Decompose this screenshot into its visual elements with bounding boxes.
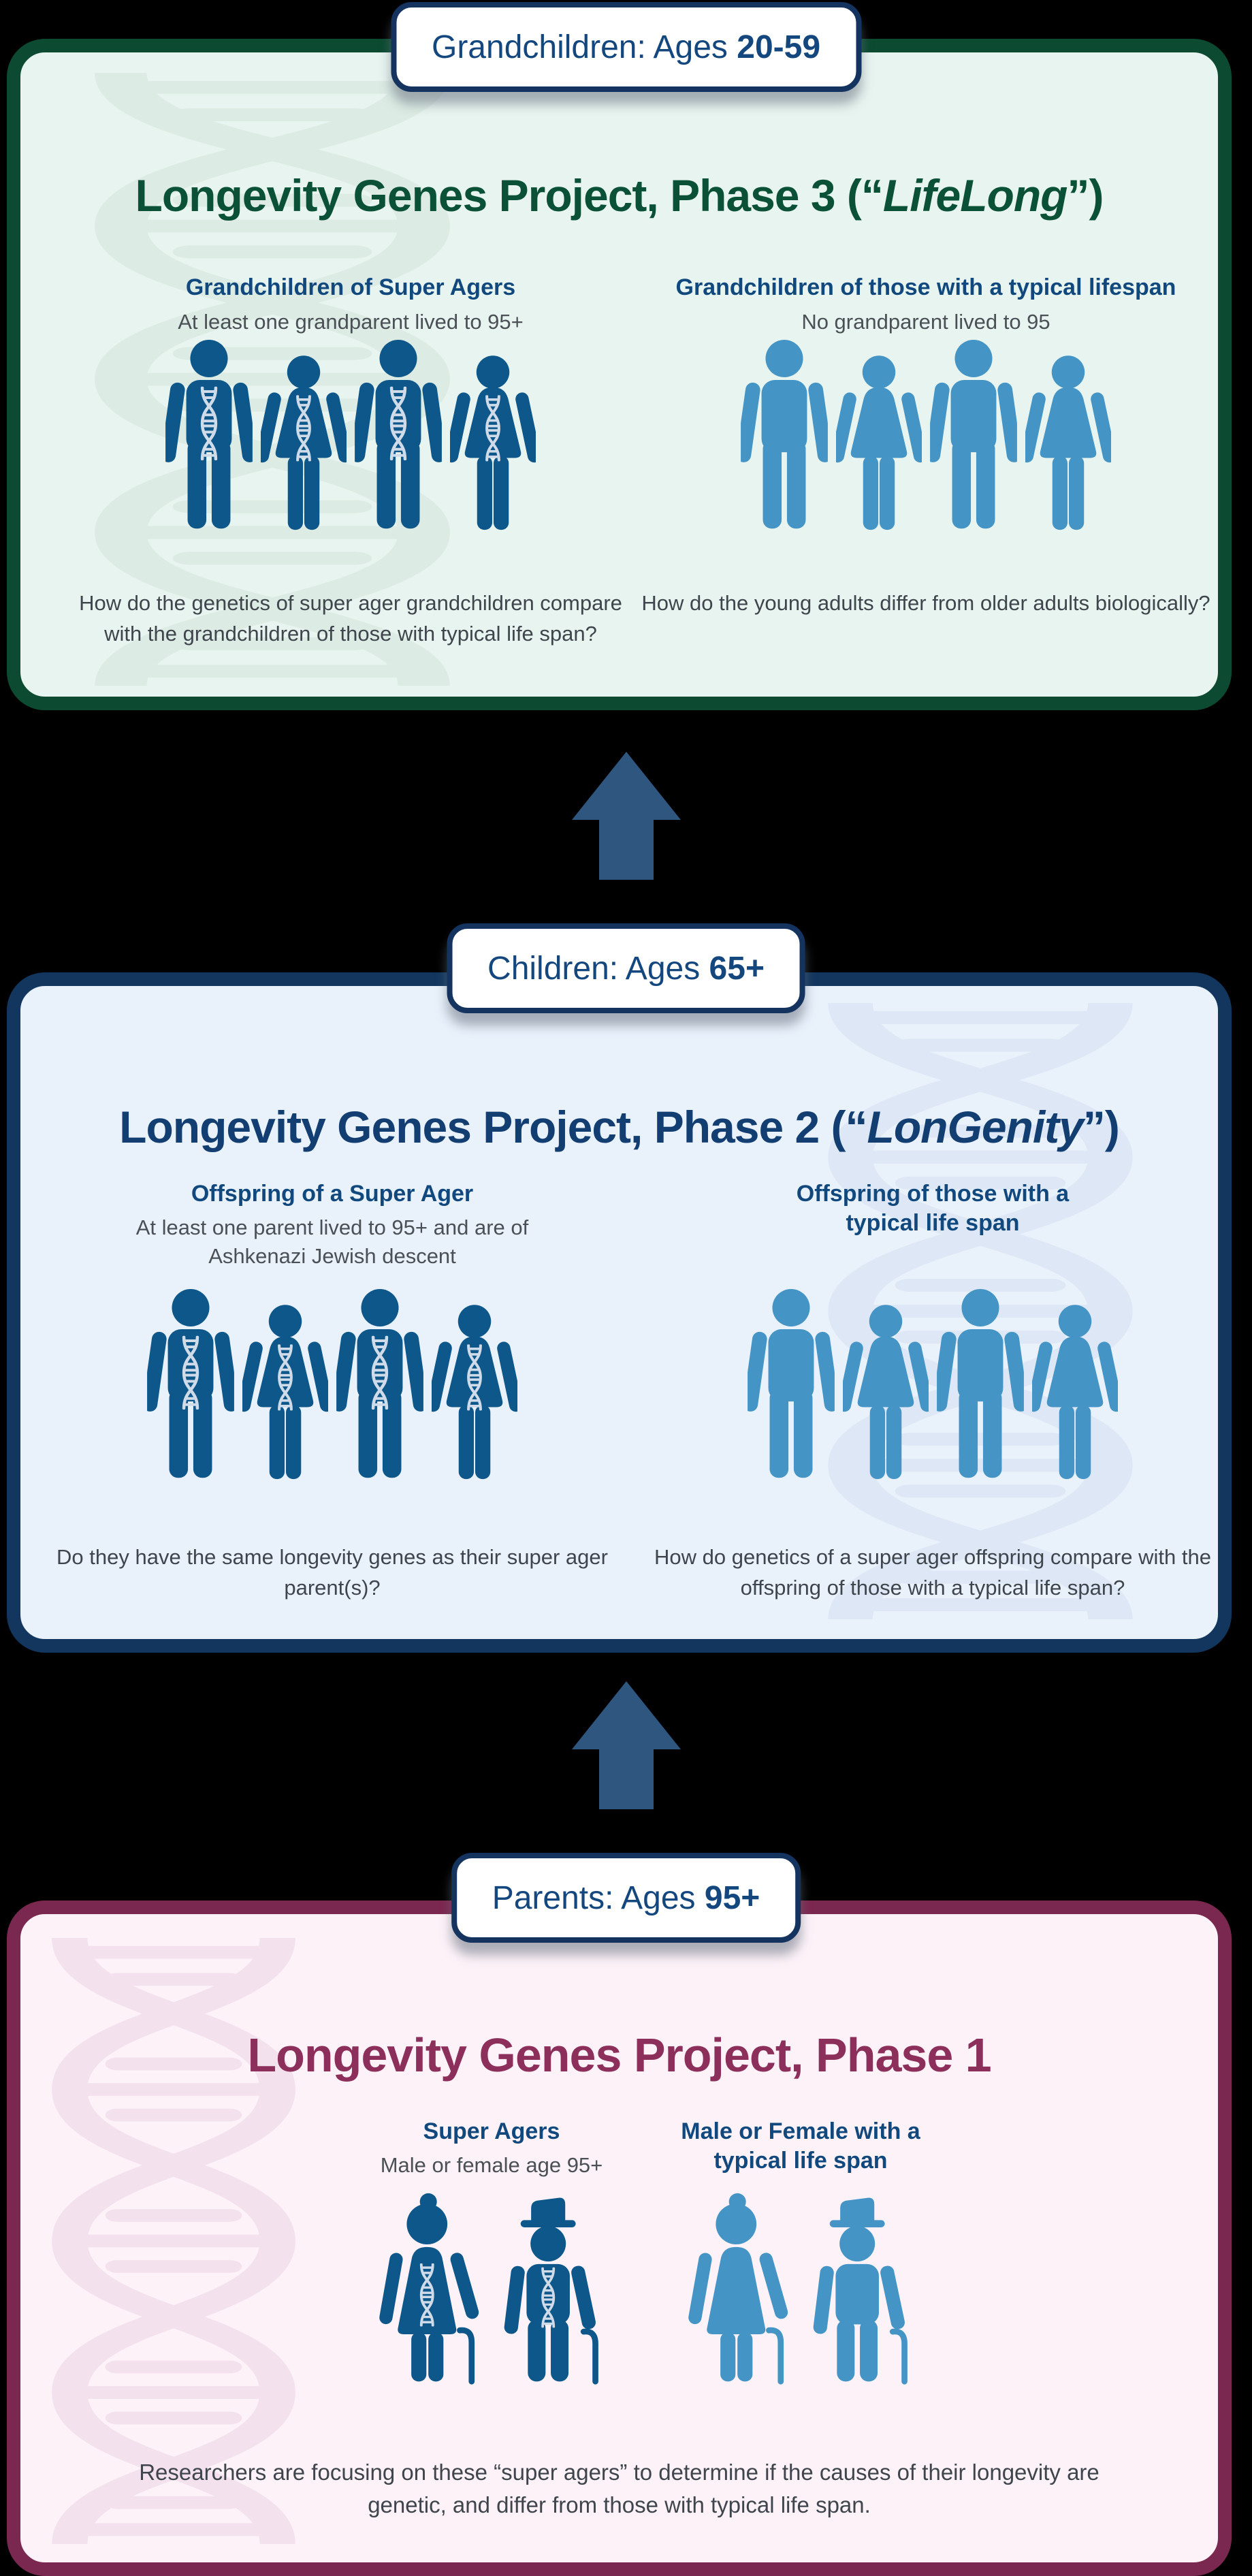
elderly-female-figure-icon: [685, 2191, 797, 2388]
typical-lifespan-elders-column: Male or Female with a typical life span: [658, 1914, 944, 2562]
typical-lifespan-offspring-column: Offspring of those with a typical life s…: [640, 986, 1225, 1639]
column-header: Grandchildren of Super Agers: [185, 274, 516, 301]
male-figure-icon: [165, 338, 253, 539]
column-subtitle: At least one parent lived to 95+ and are…: [135, 1215, 529, 1268]
figure-row: [640, 1284, 1225, 1489]
figure-row: [39, 1284, 625, 1489]
figure-row: [658, 2189, 944, 2388]
phase-3-panel: Longevity Genes Project, Phase 3 (“LifeL…: [7, 39, 1232, 710]
phase-2-panel: Longevity Genes Project, Phase 2 (“LonGe…: [7, 972, 1232, 1653]
figure-row: [58, 335, 643, 539]
stage-badge-children: Children: Ages 65+: [447, 923, 805, 1013]
column-question: How do genetics of a super ager offsprin…: [654, 1545, 1211, 1600]
column-question: How do the genetics of super ager grandc…: [79, 591, 622, 646]
stage-badge-parents: Parents: Ages 95+: [451, 1853, 801, 1943]
column-header: Grandchildren of those with a typical li…: [675, 274, 1176, 301]
figure-row: [633, 335, 1219, 539]
column-header: Offspring of a Super Ager: [191, 1181, 474, 1207]
female-figure-icon: [1025, 354, 1111, 539]
male-figure-icon: [336, 1288, 423, 1489]
female-figure-icon: [836, 354, 922, 539]
female-figure-icon: [242, 1303, 328, 1489]
column-subtitle: No grandparent lived to 95: [801, 310, 1050, 334]
figure-row: [349, 2189, 635, 2388]
female-figure-icon: [432, 1303, 517, 1489]
stage-badge-grandchildren: Grandchildren: Ages 20-59: [390, 2, 862, 92]
super-agers-column: Super Agers Male or female age 95+: [349, 1914, 635, 2562]
male-figure-icon: [748, 1288, 835, 1489]
male-figure-icon: [741, 338, 828, 539]
super-ager-offspring-column: Offspring of a Super Ager At least one p…: [39, 986, 625, 1639]
phase-3-title: Longevity Genes Project, Phase 3 (“LifeL…: [135, 170, 1104, 221]
super-ager-grandchildren-column: Grandchildren of Super Agers At least on…: [58, 52, 643, 697]
column-question: How do the young adults differ from olde…: [641, 591, 1210, 615]
phase-1-footer-text: Researchers are focusing on these “super…: [139, 2460, 1099, 2517]
female-figure-icon: [261, 354, 347, 539]
elderly-male-figure-icon: [496, 2191, 607, 2388]
female-figure-icon: [1032, 1303, 1118, 1489]
elderly-male-figure-icon: [805, 2191, 916, 2388]
typical-lifespan-grandchildren-column: Grandchildren of those with a typical li…: [633, 52, 1219, 697]
phase-1-panel: Longevity Genes Project, Phase 1 Super A…: [7, 1901, 1232, 2576]
up-arrow-icon: [572, 1681, 681, 1809]
male-figure-icon: [937, 1288, 1024, 1489]
column-header: Offspring of those with a typical life s…: [796, 1181, 1070, 1236]
column-question: Do they have the same longevity genes as…: [57, 1545, 608, 1600]
male-figure-icon: [147, 1288, 234, 1489]
phase-2-title: Longevity Genes Project, Phase 2 (“LonGe…: [119, 1102, 1120, 1153]
male-figure-icon: [355, 338, 442, 539]
elderly-female-figure-icon: [376, 2191, 487, 2388]
male-figure-icon: [930, 338, 1017, 539]
column-subtitle: Male or female age 95+: [380, 2153, 603, 2177]
phase-1-title: Longevity Genes Project, Phase 1: [247, 2028, 991, 2082]
column-subtitle: At least one grandparent lived to 95+: [178, 310, 524, 334]
column-header: Male or Female with a typical life span: [681, 2118, 920, 2174]
female-figure-icon: [843, 1303, 929, 1489]
column-header: Super Agers: [423, 2118, 560, 2145]
female-figure-icon: [450, 354, 536, 539]
up-arrow-icon: [572, 752, 681, 880]
